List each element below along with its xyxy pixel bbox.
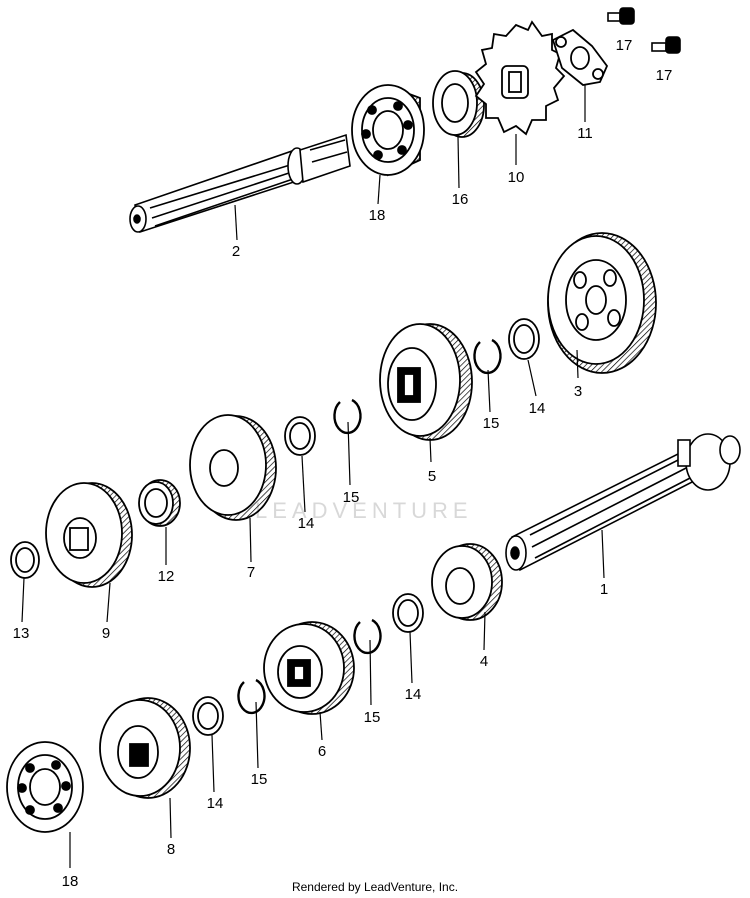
callout-labels: 1 2 3 4 5 6 7 8 9 10 11 12 13 14 14 14 1…	[13, 37, 673, 890]
callout-15-a: 15	[483, 415, 500, 432]
circlip-part-15-a	[473, 338, 502, 375]
gear-part-4	[431, 543, 503, 621]
gear-part-9	[45, 482, 133, 588]
callout-14-a: 14	[529, 400, 546, 417]
sprocket-part-10	[474, 20, 566, 136]
washer-part-14-d	[192, 696, 224, 736]
leader-lines	[21, 85, 605, 868]
callout-12: 12	[158, 568, 175, 585]
callout-9: 9	[102, 625, 110, 642]
callout-17-b: 17	[656, 67, 673, 84]
callout-16: 16	[452, 191, 469, 208]
callout-11: 11	[577, 125, 593, 142]
callout-14-d: 14	[207, 795, 224, 812]
bushing-part-12	[138, 479, 181, 527]
circlip-part-15-b	[333, 398, 362, 435]
callout-10: 10	[508, 169, 525, 186]
callout-4: 4	[480, 653, 488, 670]
bolt-part-17-b	[651, 36, 681, 54]
mainshaft-part-1	[505, 433, 741, 572]
callout-5: 5	[428, 468, 436, 485]
callout-15-b: 15	[343, 489, 360, 506]
callout-2: 2	[232, 243, 240, 260]
washer-part-14-c	[392, 593, 424, 633]
footer-credit: Rendered by LeadVenture, Inc.	[291, 880, 459, 894]
callout-7: 7	[247, 564, 255, 581]
circlip-part-15-c	[353, 618, 382, 655]
callout-15-d: 15	[251, 771, 268, 788]
gear-part-8	[99, 697, 191, 799]
callout-18-a: 18	[369, 207, 386, 224]
fixing-plate-part-11	[551, 28, 609, 86]
gear-part-6	[263, 621, 355, 715]
callout-14-b: 14	[298, 515, 315, 532]
gear-part-3	[547, 232, 657, 374]
countershaft-part-2	[129, 133, 351, 234]
callout-17-a: 17	[616, 37, 633, 54]
callout-3: 3	[574, 383, 582, 400]
circlip-part-15-d	[237, 678, 266, 715]
oil-seal-part-16	[432, 70, 485, 138]
watermark: LEADVENTURE	[255, 498, 473, 523]
callout-18-b: 18	[62, 873, 79, 890]
washer-part-13	[10, 541, 40, 579]
bearing-part-18-top	[351, 84, 425, 177]
callout-1: 1	[600, 581, 608, 598]
callout-14-c: 14	[405, 686, 422, 703]
gear-part-7	[189, 414, 277, 521]
gear-part-5	[379, 323, 473, 441]
bolt-part-17-a	[607, 7, 635, 25]
callout-8: 8	[167, 841, 175, 858]
callout-15-c: 15	[364, 709, 381, 726]
washer-part-14-a	[508, 318, 540, 360]
callout-6: 6	[318, 743, 326, 760]
washer-part-14-b	[284, 416, 316, 456]
bearing-part-18-bottom	[6, 741, 84, 833]
callout-13: 13	[13, 625, 30, 642]
